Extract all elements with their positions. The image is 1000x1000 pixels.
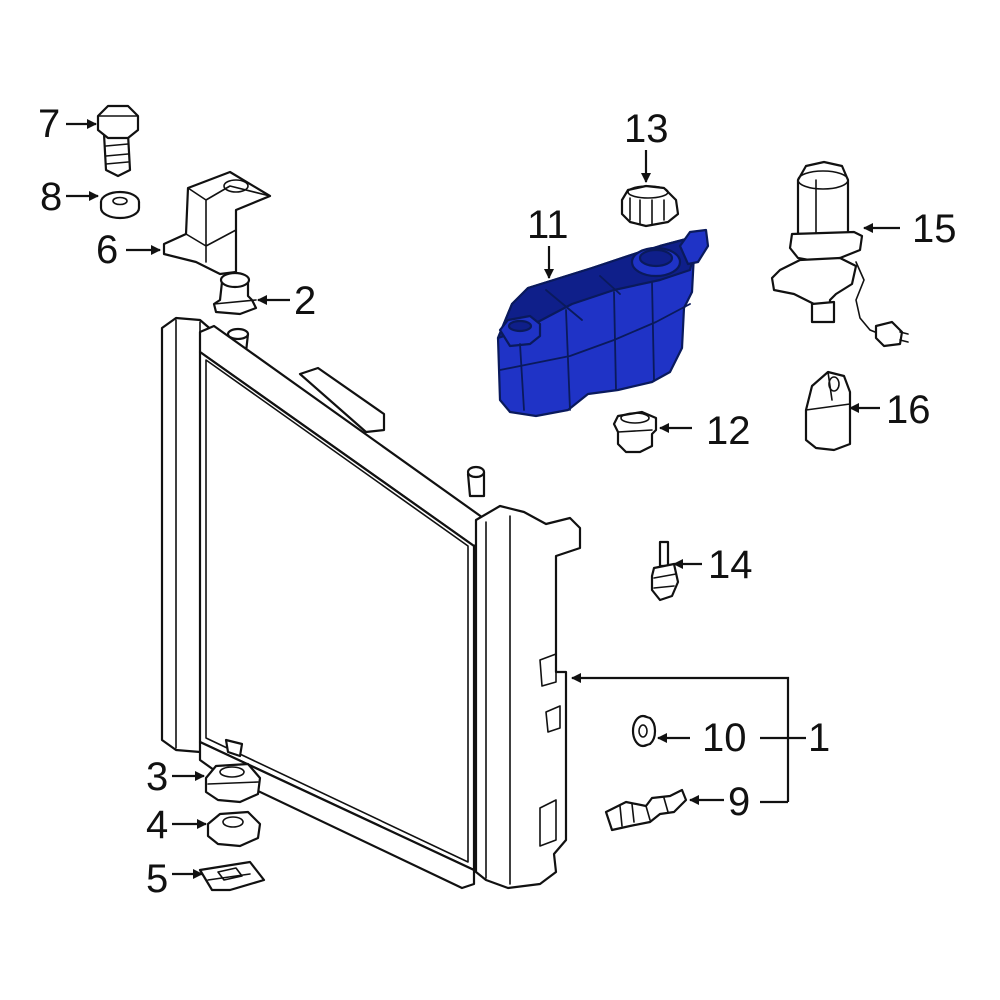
grommet-upper[interactable]	[212, 271, 258, 316]
mount-lower[interactable]	[204, 762, 262, 804]
level-sensor[interactable]	[650, 540, 680, 602]
callout-3: 3	[146, 755, 168, 799]
insulator[interactable]	[206, 810, 262, 848]
callout-5: 5	[146, 857, 168, 901]
clip[interactable]	[198, 860, 266, 892]
callout-13: 13	[624, 107, 669, 151]
callout-7: 7	[38, 102, 60, 146]
callout-16: 16	[886, 388, 931, 432]
callout-6: 6	[96, 228, 118, 272]
bracket[interactable]	[162, 170, 272, 276]
radiator[interactable]	[160, 316, 582, 890]
callout-12: 12	[706, 409, 751, 453]
callout-labels: 7 8 6 2 11 13 15 16 12 14 10 1 9 3 4 5	[38, 102, 957, 901]
callout-2: 2	[294, 279, 316, 323]
tank-mount[interactable]	[612, 410, 658, 454]
drain-seal[interactable]	[631, 714, 657, 748]
callout-4: 4	[146, 803, 168, 847]
washer[interactable]	[99, 190, 141, 220]
callout-15: 15	[912, 207, 957, 251]
expansion-tank[interactable]	[496, 228, 710, 418]
callout-8: 8	[40, 175, 62, 219]
reservoir-cap[interactable]	[620, 184, 680, 228]
pump-bracket[interactable]	[804, 370, 852, 452]
callout-1: 1	[808, 716, 830, 760]
callout-9: 9	[728, 780, 750, 824]
drain-plug[interactable]	[604, 788, 688, 832]
leader-lines	[66, 119, 900, 879]
auxiliary-pump[interactable]	[770, 160, 909, 348]
callout-11: 11	[527, 203, 569, 247]
callout-10: 10	[702, 716, 747, 760]
callout-14: 14	[708, 543, 753, 587]
bolt[interactable]	[96, 104, 140, 178]
